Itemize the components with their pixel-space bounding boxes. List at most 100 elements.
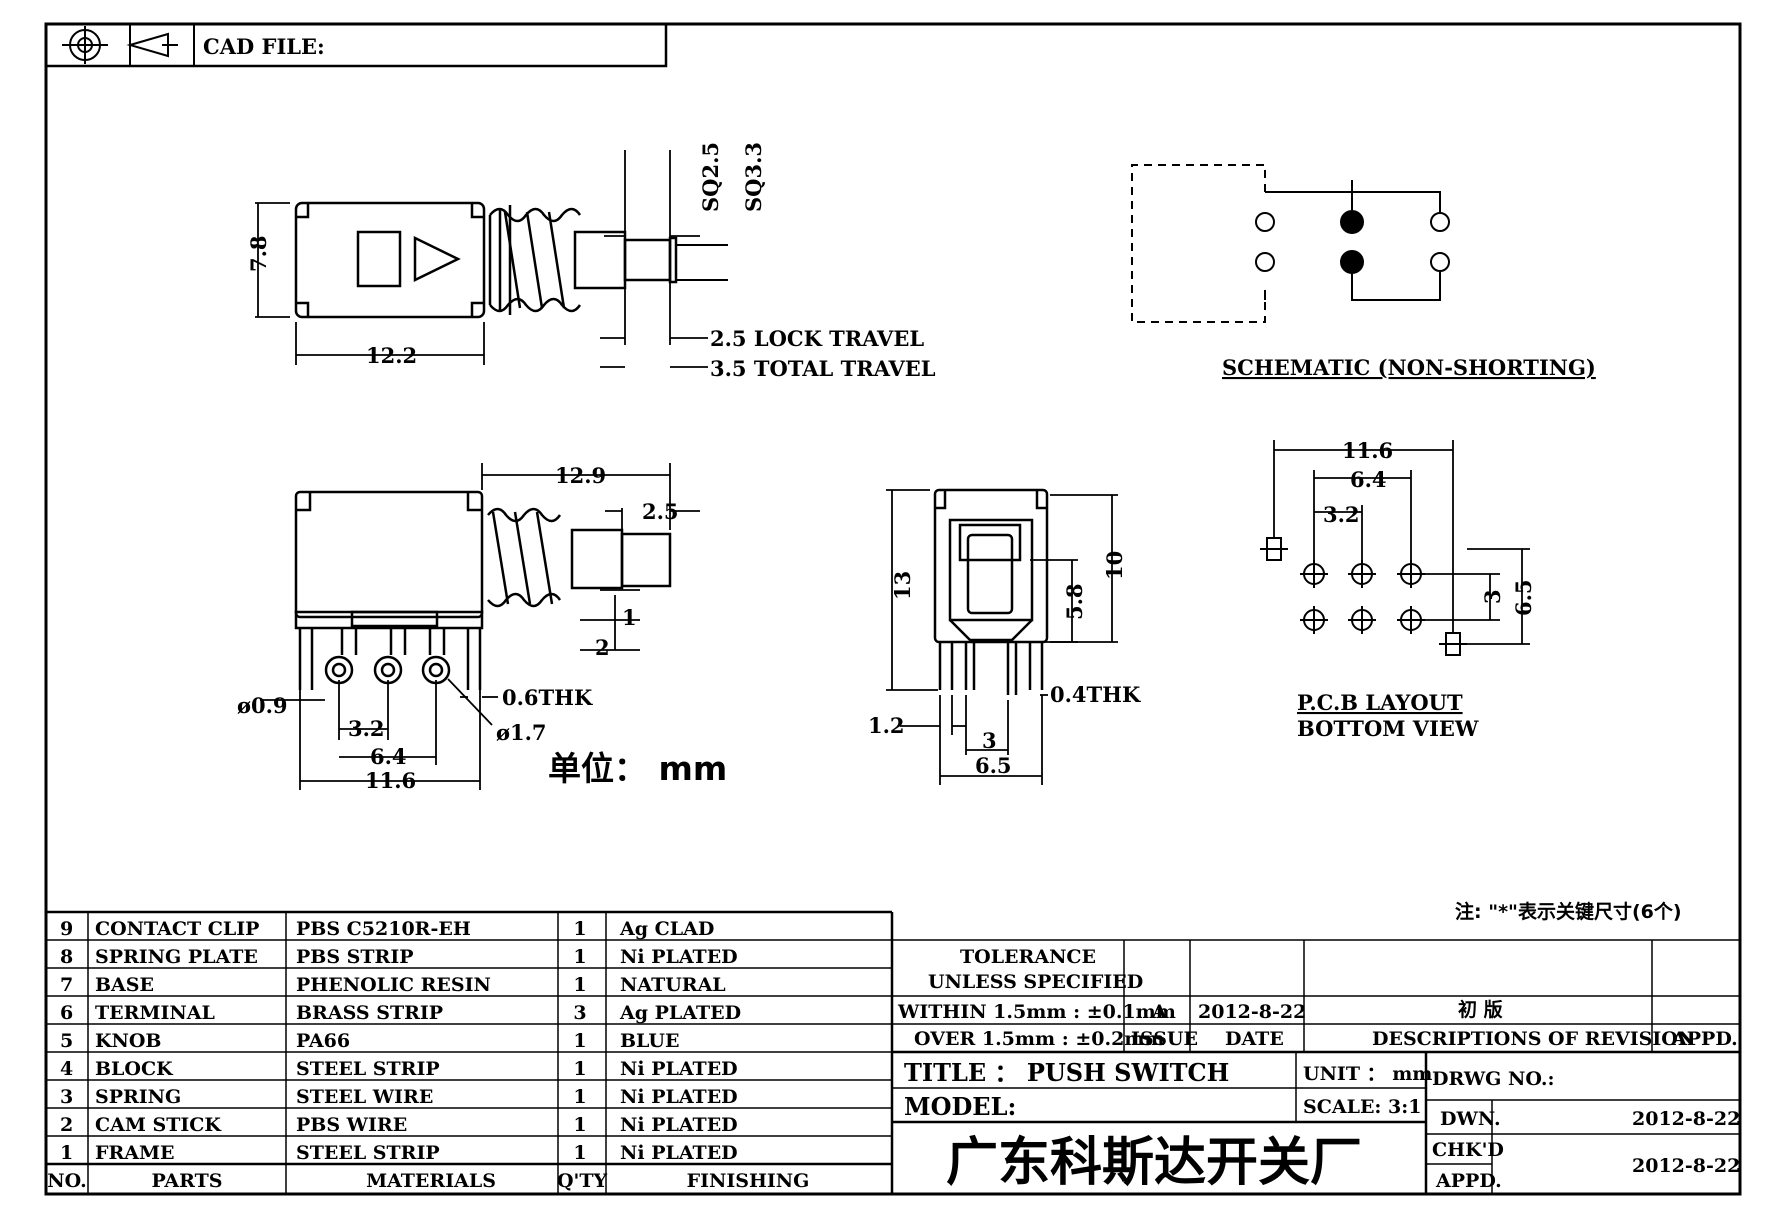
bom-cell: 1	[573, 974, 586, 996]
bom-cell: PHENOLIC RESIN	[296, 974, 491, 996]
bom-cell: Ni PLATED	[620, 1114, 738, 1136]
revision-letter: A	[1151, 1001, 1167, 1023]
bom-cell: 3	[573, 1002, 586, 1024]
bom-cell: STEEL STRIP	[296, 1058, 440, 1080]
schematic-diagram	[1131, 164, 1450, 323]
dim-offset-1: 1	[622, 605, 637, 630]
pcb-dim-6-4: 6.4	[1350, 467, 1387, 492]
model-label: MODEL:	[904, 1092, 1016, 1121]
bom-cell: Ni PLATED	[620, 946, 738, 968]
unless-specified-label: UNLESS SPECIFIED	[928, 971, 1143, 993]
bom-cell: 4	[60, 1058, 73, 1080]
bom-header: FINISHING	[687, 1170, 810, 1192]
bom-cell: PBS C5210R-EH	[296, 918, 471, 940]
tolerance-over: OVER 1.5mm : ±0.2mm	[914, 1028, 1165, 1050]
drawn-date: 2012-8-22	[1632, 1108, 1740, 1130]
bom-header: MATERIALS	[366, 1170, 496, 1192]
dim-body-10: 10	[1102, 551, 1127, 580]
dim-pin-diameter: ø0.9	[237, 693, 288, 718]
pcb-layout-label: P.C.B LAYOUT	[1297, 690, 1463, 715]
checked-label: CHK'D	[1432, 1139, 1504, 1161]
cad-file-label: CAD FILE:	[203, 34, 325, 59]
pcb-dim-3-2: 3.2	[1323, 502, 1360, 527]
projection-symbol-icon	[62, 26, 178, 64]
bom-cell: 1	[573, 1114, 586, 1136]
bom-cell: 1	[573, 1058, 586, 1080]
bom-cell: 1	[573, 946, 586, 968]
unit-label: 单位： mm	[548, 749, 727, 788]
approved-date: 2012-8-22	[1632, 1155, 1740, 1177]
approved-label: APPD.	[1435, 1170, 1502, 1192]
revision-desc-header: DESCRIPTIONS OF REVISION	[1372, 1028, 1695, 1050]
revision-date: 2012-8-22	[1198, 1001, 1306, 1023]
pcb-dim-11-6: 11.6	[1342, 438, 1393, 463]
bom-cell: SPRING	[95, 1086, 181, 1108]
bom-cell: CONTACT CLIP	[95, 918, 259, 940]
bom-cell: 1	[573, 1086, 586, 1108]
drawing-title: TITLE ： PUSH SWITCH	[904, 1058, 1229, 1087]
dim-width-6-5: 6.5	[975, 753, 1012, 778]
bom-cell: NATURAL	[620, 974, 726, 996]
scale-field: SCALE: 3:1	[1303, 1096, 1422, 1118]
bom-cell: 1	[573, 1030, 586, 1052]
tolerance-within: WITHIN 1.5mm : ±0.1mm	[897, 1001, 1176, 1023]
bom-cell: Ni PLATED	[620, 1058, 738, 1080]
bom-header: Q'TY	[557, 1170, 608, 1192]
key-dimension-note: 注: "*"表示关键尺寸(6个)	[1455, 900, 1682, 923]
bom-cell: 2	[60, 1114, 73, 1136]
bom-cell: 8	[60, 946, 73, 968]
pcb-layout-drawing	[1260, 537, 1467, 656]
bom-cell: 5	[60, 1030, 73, 1052]
dim-length-12-2: 12.2	[366, 343, 417, 368]
pcb-dimensions	[1273, 440, 1530, 645]
dim-lead-1-2: 1.2	[868, 713, 905, 738]
end-view-drawing	[933, 488, 1049, 695]
dim-height-13: 13	[890, 571, 915, 600]
unit-field: UNIT ： mm	[1303, 1063, 1432, 1085]
bom-cell: PBS WIRE	[296, 1114, 407, 1136]
pcb-dim-3: 3	[1480, 589, 1505, 604]
bom-cell: BRASS STRIP	[296, 1002, 443, 1024]
company-name: 广东科斯达开关厂	[946, 1133, 1362, 1193]
bom-cell: FRAME	[95, 1142, 175, 1164]
dim-sq-3-3: SQ3.3	[741, 142, 766, 212]
side-view-drawing	[294, 201, 728, 319]
bom-cell: Ag CLAD	[619, 918, 714, 940]
appd-header: APPD.	[1671, 1028, 1738, 1050]
bom-cell: 1	[60, 1142, 73, 1164]
pcb-dim-6-5: 6.5	[1511, 579, 1536, 616]
bom-cell: Ni PLATED	[620, 1142, 738, 1164]
total-travel-label: 3.5 TOTAL TRAVEL	[710, 356, 936, 381]
date-header: DATE	[1225, 1028, 1284, 1050]
dim-plunger-2-5: 2.5	[642, 499, 679, 524]
bom-cell: Ag PLATED	[619, 1002, 741, 1024]
dim-thickness-0-6: 0.6THK	[502, 685, 593, 710]
dim-height-7-8: 7.8	[246, 235, 271, 272]
revision-description: 初 版	[1458, 998, 1503, 1021]
bom-cell: STEEL STRIP	[296, 1142, 440, 1164]
title-block-grid	[892, 939, 1740, 1194]
schematic-label: SCHEMATIC (NON-SHORTING)	[1222, 355, 1596, 380]
bom-cell: TERMINAL	[95, 1002, 215, 1024]
dim-span-6-4: 6.4	[370, 744, 407, 769]
bom-cell: 1	[573, 1142, 586, 1164]
dim-hole-diameter: ø1.7	[496, 720, 547, 745]
drawn-label: DWN.	[1440, 1108, 1501, 1130]
dim-inner-5-8: 5.8	[1062, 583, 1087, 620]
bom-cell: KNOB	[95, 1030, 162, 1052]
pcb-bottom-view-label: BOTTOM VIEW	[1297, 716, 1479, 741]
bom-cell: 3	[60, 1086, 73, 1108]
bom-cell: Ni PLATED	[620, 1086, 738, 1108]
bom-cell: STEEL WIRE	[296, 1086, 433, 1108]
end-view-dimensions	[886, 489, 1118, 785]
bom-cell: 6	[60, 1002, 73, 1024]
issue-header: ISSUE	[1131, 1028, 1198, 1050]
dim-pitch-3: 3	[982, 728, 997, 753]
dim-pitch-3-2: 3.2	[348, 716, 385, 741]
tolerance-label: TOLERANCE	[960, 946, 1096, 968]
front-view-dimensions	[260, 463, 700, 790]
bom-cell: BLUE	[620, 1030, 679, 1052]
dim-thickness-0-4: 0.4THK	[1050, 682, 1141, 707]
dim-length-12-9: 12.9	[555, 463, 606, 488]
